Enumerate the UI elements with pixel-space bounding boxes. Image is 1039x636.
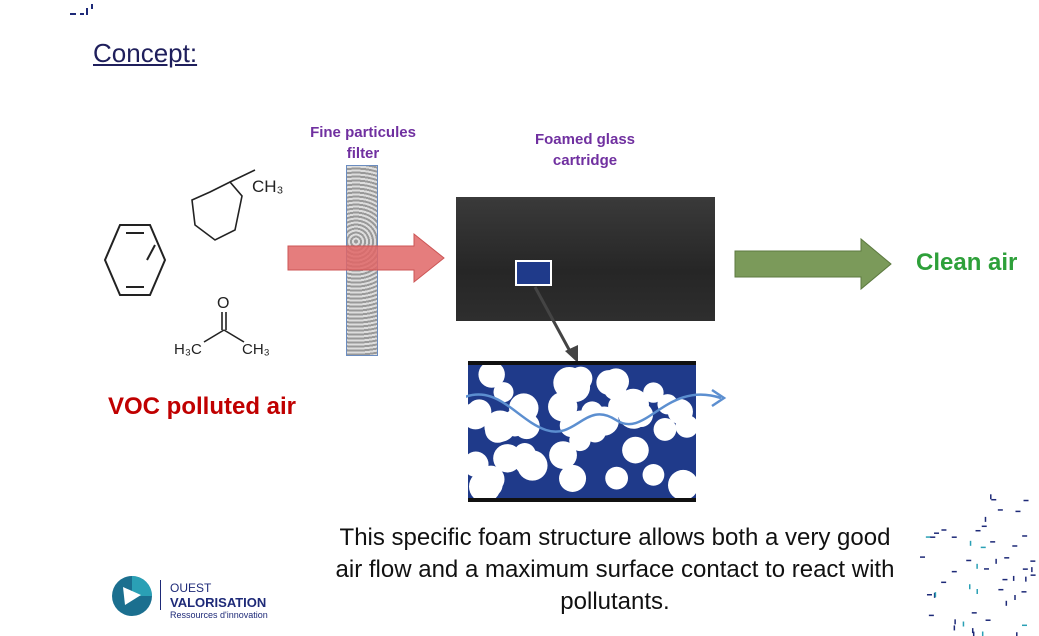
h3c-label: H₃C (174, 341, 202, 358)
voc-polluted-air-label: VOC polluted air (108, 393, 297, 420)
logo-line3: Ressources d'innovation (170, 610, 268, 620)
ch3-label-2: CH₃ (242, 341, 270, 358)
foam-bubble (485, 417, 511, 443)
benzene-icon (103, 224, 167, 296)
foam-bubble (653, 418, 677, 441)
foamed-glass-photo (456, 197, 715, 321)
green-arrow-icon (734, 237, 892, 291)
ch3-label: CH₃ (252, 177, 283, 196)
foam-bubble (479, 473, 503, 497)
corner-decoration-icon (70, 4, 93, 15)
foam-bubble (559, 414, 583, 438)
foam-bubble (559, 464, 587, 492)
clean-air-label: Clean air (916, 249, 1018, 276)
caption: This specific foam structure allows both… (335, 524, 895, 615)
foam-bubble (668, 469, 699, 501)
foam-bubble (567, 367, 592, 392)
airflow-path (466, 393, 722, 433)
logo-line2: VALORISATION (170, 595, 267, 610)
foam-bubble (622, 436, 649, 464)
logo-line1: OUEST (170, 581, 212, 595)
zoom-arrow-icon (533, 286, 578, 363)
foam-bubble (478, 361, 505, 388)
page-title: Concept: (93, 38, 198, 68)
foam-bubble (643, 382, 664, 403)
foam-bubble (466, 402, 490, 430)
foam-bubble (605, 466, 629, 490)
red-arrow-icon (287, 232, 445, 284)
foam-bubble (596, 370, 622, 395)
cartridge-label: Foamed glass cartridge (534, 131, 636, 169)
dash-decoration-icon (920, 494, 1036, 636)
foam-bubble (517, 450, 548, 481)
foam-bubble (642, 464, 665, 486)
toluene-icon (191, 169, 256, 241)
logo-text: OUEST VALORISATION Ressources d'innovati… (170, 581, 268, 620)
foam-bubble (466, 451, 489, 477)
foam-structure-diagram (466, 361, 727, 503)
foam-bubble (493, 382, 514, 403)
foam-bubble (509, 393, 539, 423)
foam-bubble (549, 441, 577, 469)
molecules-diagram: CH₃ O H₃C CH₃ (103, 169, 283, 358)
foam-bubble (493, 444, 522, 473)
ouest-valorisation-logo-icon (112, 576, 152, 616)
zoom-region-marker (515, 260, 552, 286)
filter-label: Fine particules filter (310, 124, 416, 162)
oxygen-label: O (217, 295, 229, 312)
acetone-icon (203, 312, 245, 343)
